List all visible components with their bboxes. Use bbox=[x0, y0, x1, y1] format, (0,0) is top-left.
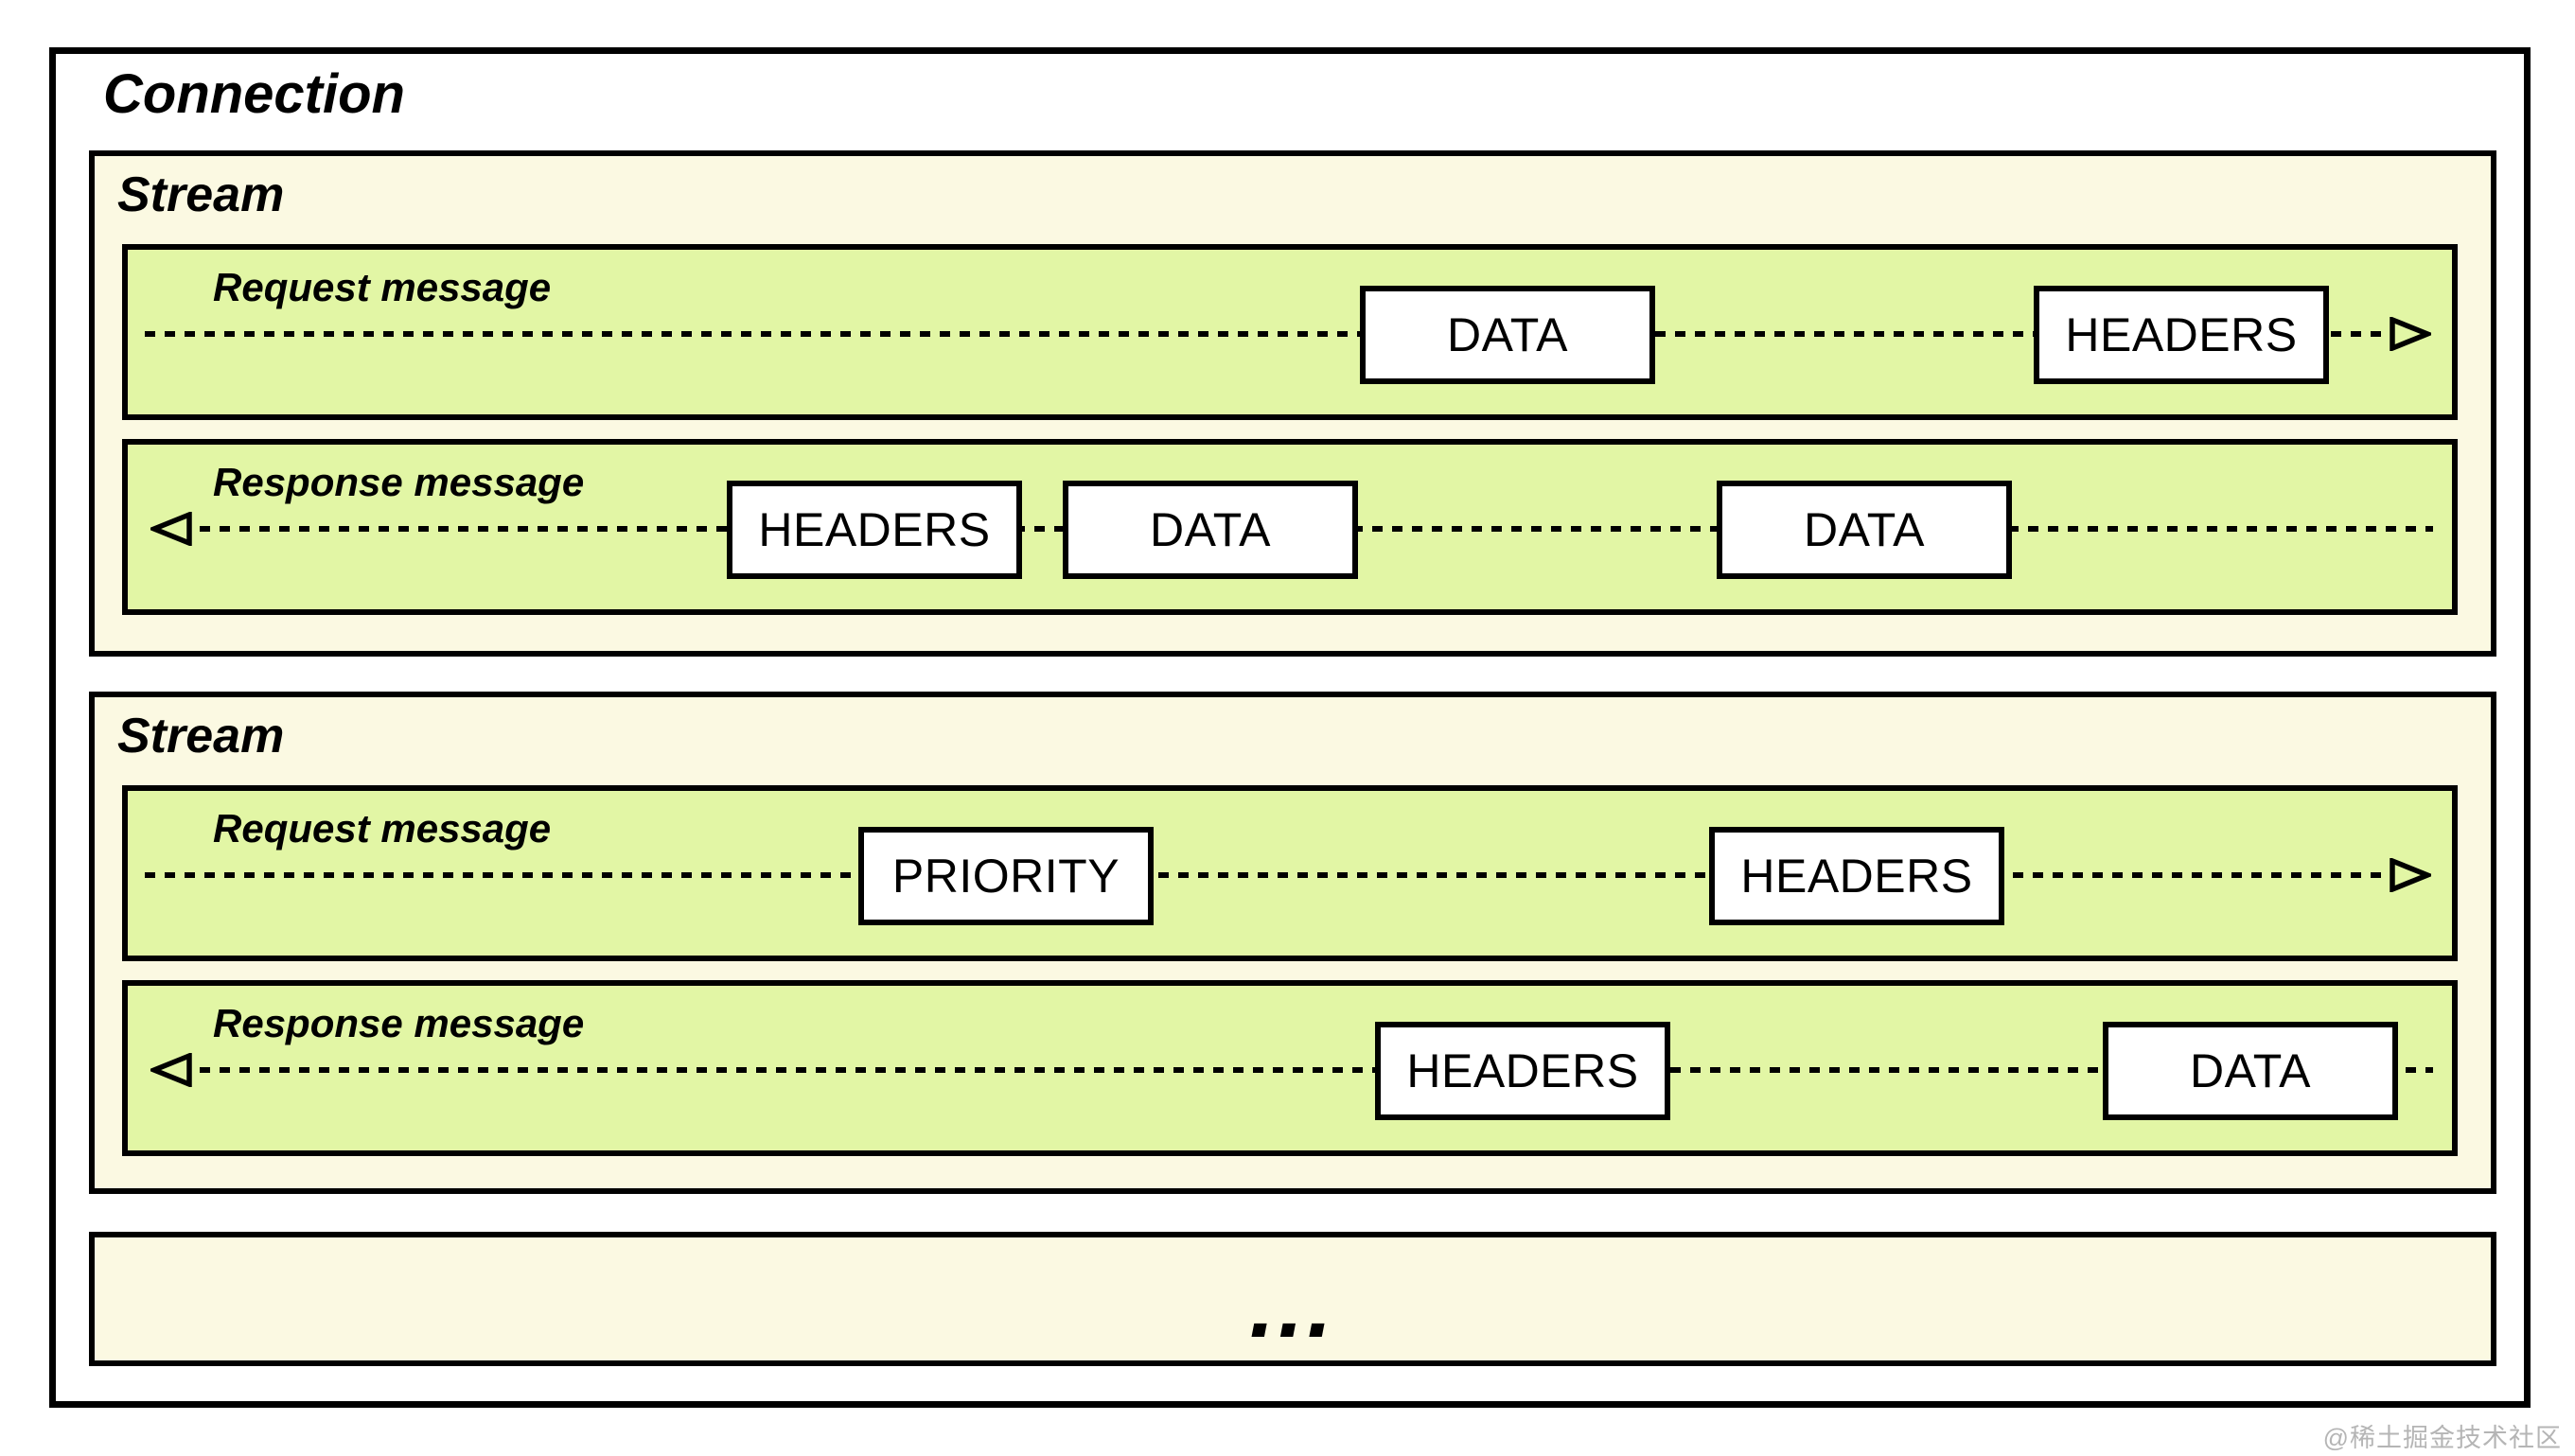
ellipsis-label: ... bbox=[1249, 1256, 1336, 1357]
stream-box-2: Stream Request message PRIORITY HEADERS … bbox=[89, 692, 2496, 1194]
connection-box: Connection Stream Request message DATA H… bbox=[49, 47, 2531, 1408]
connection-label: Connection bbox=[103, 63, 405, 125]
stream-1-response-message-box: Response message HEADERS DATA DATA bbox=[122, 439, 2458, 615]
stream-2-request-message-label: Request message bbox=[213, 806, 552, 851]
frame-headers: HEADERS bbox=[1375, 1022, 1670, 1120]
stream-1-response-message-label: Response message bbox=[213, 460, 585, 504]
frame-priority: PRIORITY bbox=[858, 827, 1154, 925]
frame-data: DATA bbox=[1360, 286, 1655, 384]
stream-2-request-message-box: Request message PRIORITY HEADERS bbox=[122, 785, 2458, 961]
dotted-flow-line bbox=[200, 1067, 2433, 1073]
right-arrow-icon bbox=[2390, 858, 2431, 892]
stream-1-label: Stream bbox=[117, 167, 285, 222]
right-arrow-icon bbox=[2390, 317, 2431, 351]
watermark: @稀土掘金技术社区 bbox=[2322, 1424, 2562, 1452]
frame-headers: HEADERS bbox=[2034, 286, 2329, 384]
stream-2-response-message-box: Response message HEADERS DATA bbox=[122, 980, 2458, 1156]
frame-headers: HEADERS bbox=[727, 481, 1022, 579]
stream-1-request-message-box: Request message DATA HEADERS bbox=[122, 244, 2458, 420]
stream-2-label: Stream bbox=[117, 709, 285, 763]
frame-data: DATA bbox=[1063, 481, 1358, 579]
stream-2-response-message-label: Response message bbox=[213, 1001, 585, 1045]
stream-box-1: Stream Request message DATA HEADERS Resp… bbox=[89, 150, 2496, 657]
dotted-flow-line bbox=[145, 331, 2382, 337]
left-arrow-icon bbox=[150, 512, 192, 546]
left-arrow-icon bbox=[150, 1053, 192, 1087]
stream-1-request-message-label: Request message bbox=[213, 265, 552, 309]
more-streams-box: ... bbox=[89, 1232, 2496, 1366]
frame-data: DATA bbox=[1717, 481, 2012, 579]
frame-data: DATA bbox=[2103, 1022, 2398, 1120]
dotted-flow-line bbox=[145, 872, 2382, 878]
frame-headers: HEADERS bbox=[1709, 827, 2004, 925]
